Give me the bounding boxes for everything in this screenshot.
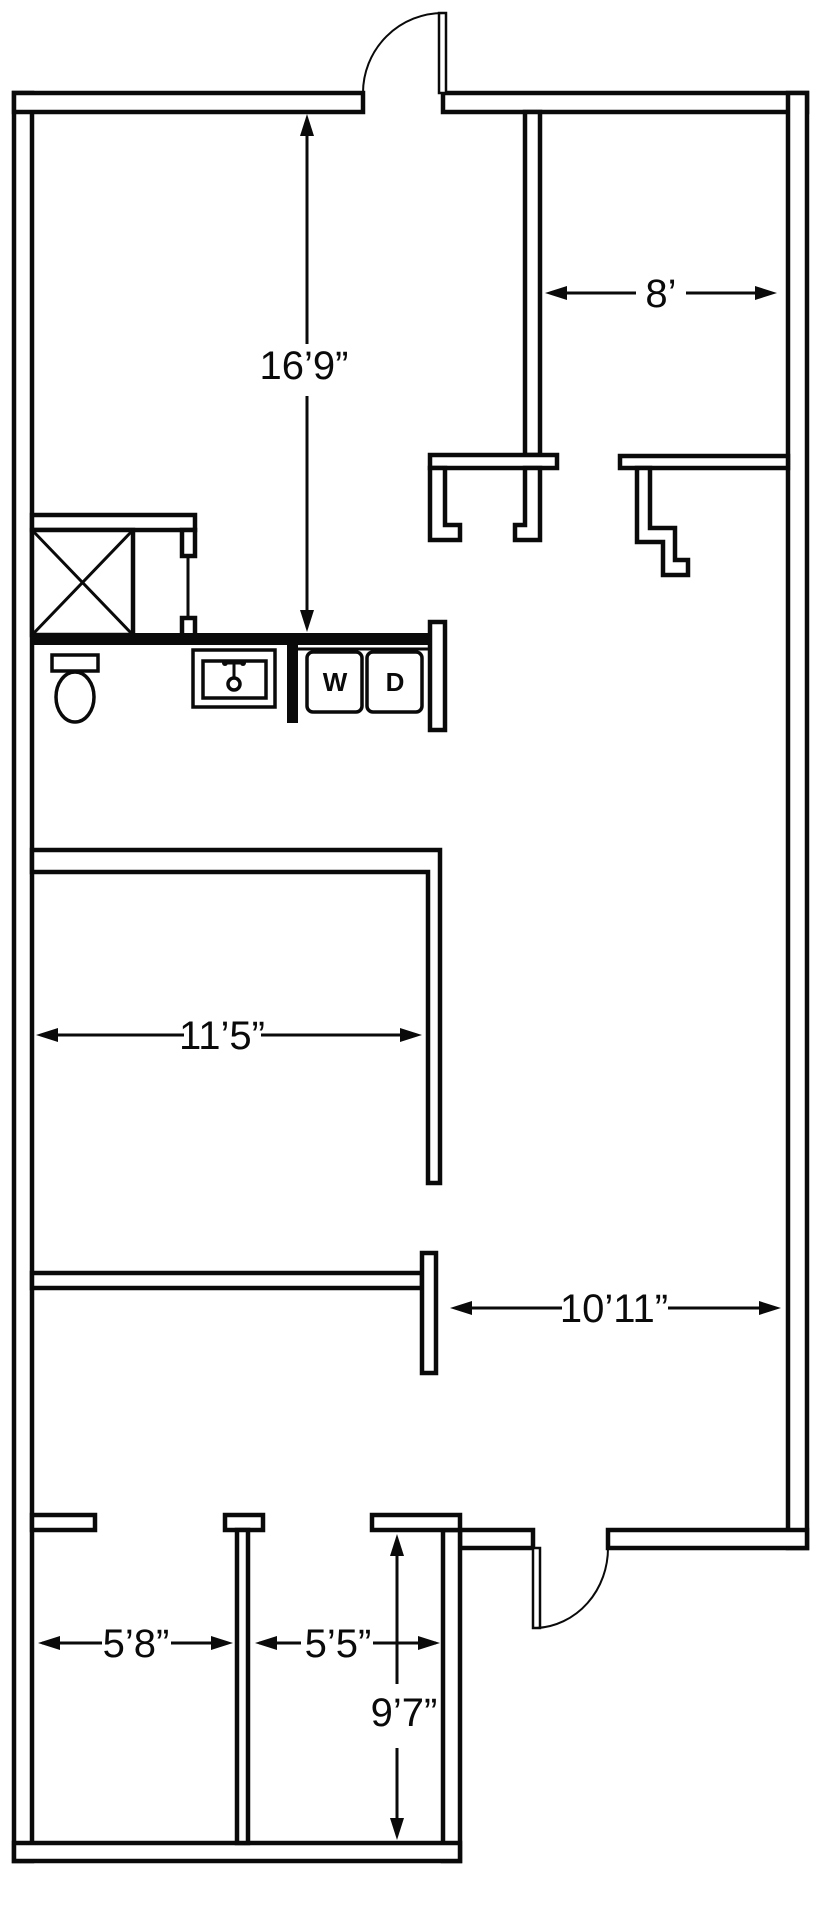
exterior-wall-left: [11, 90, 35, 1864]
laundry-end-wall-post: [427, 619, 448, 733]
arrowhead-up: [390, 1534, 404, 1556]
shaft-x-diagonal-2: [30, 528, 135, 637]
dryer-label: D: [386, 667, 405, 697]
doors: [362, 11, 610, 1630]
stepped-wall: [634, 465, 691, 578]
bottom-left-wall-stub: [29, 1512, 98, 1533]
dimension-label-5-8: 5’8”: [103, 1622, 170, 1666]
upper-left-return-wall: [427, 452, 560, 471]
upper-right-return-wall: [617, 453, 791, 471]
arrowhead-right: [759, 1301, 781, 1315]
arrowhead-up: [300, 114, 314, 136]
dimension-5-5: 5’5”: [255, 1622, 440, 1666]
dryer-box: [365, 650, 424, 714]
arrowhead-right: [211, 1636, 233, 1650]
dimension-16-9: 16’9”: [260, 114, 349, 632]
entry-door-swing-arc: [362, 12, 444, 94]
arrowhead-left: [450, 1301, 472, 1315]
arrowhead-right: [418, 1636, 440, 1650]
bottom-room-partition: [234, 1527, 251, 1846]
washer-label: W: [323, 667, 348, 697]
washer-box: [305, 650, 364, 714]
upper-room-divider-wall: [522, 109, 543, 458]
exterior-wall-top-left-of-door: [11, 90, 366, 115]
arrowhead-left: [38, 1636, 60, 1650]
closet-door-jamb-top: [179, 527, 198, 559]
dimension-label-8: 8’: [645, 272, 676, 316]
toilet-bowl: [54, 670, 96, 724]
entry-door-leaf: [437, 11, 448, 95]
dimension-label-9-7: 9’7”: [371, 1691, 438, 1735]
dimension-label-10-11: 10’11”: [560, 1287, 668, 1331]
dimension-label-11-5: 11’5”: [179, 1014, 265, 1058]
arrowhead-down: [390, 1818, 404, 1840]
toilet-tank: [50, 653, 100, 673]
lower-partition-wall: [29, 1270, 425, 1291]
dimension-label-16-9: 16’9”: [260, 344, 349, 388]
arrowhead-left: [36, 1028, 58, 1042]
lower-partition-end-post: [419, 1250, 439, 1376]
bottom-door-leaf: [531, 1546, 542, 1630]
fixtures: W D: [50, 648, 424, 724]
dimension-9-7: 9’7”: [371, 1534, 438, 1840]
arrowhead-down: [300, 610, 314, 632]
dimension-label-5-5: 5’5”: [305, 1622, 372, 1666]
arrowhead-right: [400, 1028, 422, 1042]
protrusion-wall-right: [440, 1527, 463, 1864]
exterior-walls: [11, 90, 810, 1864]
south-wall-left-of-door: [457, 1527, 536, 1551]
bath-top-wall: [32, 633, 430, 645]
arrowhead-left: [545, 286, 567, 300]
exterior-wall-right: [785, 90, 810, 1551]
upper-left-door-jamb: [427, 465, 463, 543]
upper-middle-door-jamb: [512, 465, 543, 543]
dimension-10-11: 10’11”: [450, 1287, 781, 1331]
exterior-wall-top-right-of-door: [440, 90, 810, 115]
sink-handle-right: [240, 660, 246, 666]
arrowhead-left: [255, 1636, 277, 1650]
bath-laundry-partition: [287, 645, 298, 723]
interior-walls: [29, 109, 791, 1846]
bottom-door-swing-arc: [536, 1547, 610, 1629]
bottom-right-wall-stub: [369, 1512, 463, 1533]
sink-handle-left: [222, 660, 228, 666]
dimensions: 16’9” 8’ 11’5” 10’11”: [36, 114, 781, 1840]
arrowhead-right: [755, 286, 777, 300]
dimension-11-5: 11’5”: [36, 1014, 422, 1058]
sink-drain: [226, 676, 242, 692]
dimension-8: 8’: [545, 272, 777, 316]
south-wall-right-of-door: [605, 1527, 810, 1551]
middle-room-l-wall: [29, 847, 443, 1186]
dimension-5-8: 5’8”: [38, 1622, 233, 1666]
exterior-wall-bottom: [11, 1840, 463, 1864]
